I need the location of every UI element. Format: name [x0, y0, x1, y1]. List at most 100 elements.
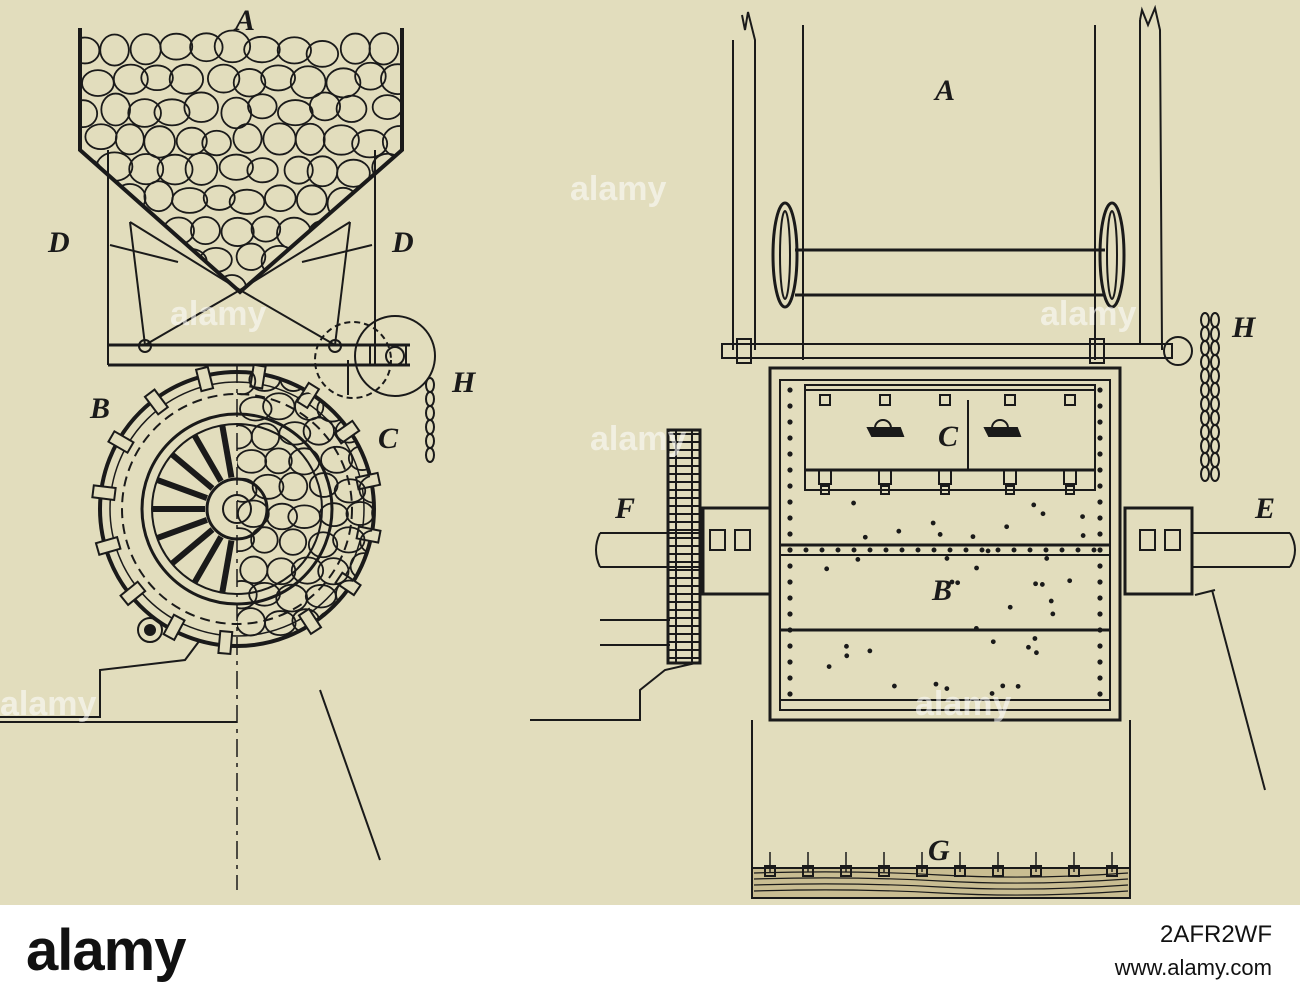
spoke: [169, 452, 215, 491]
chain-link: [1200, 326, 1210, 342]
bolt: [819, 394, 831, 406]
stone: [361, 579, 374, 607]
stone: [232, 123, 263, 154]
watermarks: alamy alamy alamy alamy alamy alamy: [0, 170, 1136, 723]
bolt: [1065, 485, 1075, 495]
rivet: [1044, 556, 1050, 561]
watermark: alamy: [915, 685, 1011, 723]
stone: [239, 555, 269, 585]
rivet: [826, 664, 832, 670]
rivet: [787, 467, 793, 473]
stone: [237, 527, 256, 553]
stone: [246, 157, 279, 184]
label-right-c: C: [938, 420, 959, 453]
rivet: [787, 595, 793, 601]
bolt: [1063, 469, 1077, 485]
rivet: [1097, 691, 1103, 697]
rivet: [851, 547, 857, 553]
rivet: [1031, 502, 1037, 508]
stone: [206, 63, 241, 94]
stone: [375, 614, 402, 637]
stone: [80, 271, 104, 290]
rivet: [787, 435, 793, 441]
lifter-bar: [334, 571, 362, 597]
stone: [189, 32, 224, 63]
rivet: [1007, 604, 1013, 610]
rivet: [851, 500, 856, 506]
lifter-bar: [162, 613, 186, 642]
stone: [380, 63, 402, 95]
rivet: [787, 499, 793, 505]
rivet: [1011, 547, 1017, 553]
anchor-nut: [878, 865, 890, 877]
chain-link: [1200, 368, 1210, 384]
stone: [156, 153, 194, 186]
label-right-f: F: [614, 492, 635, 525]
rivet: [1097, 627, 1103, 633]
label-left-b: B: [89, 392, 110, 425]
stone: [358, 474, 374, 504]
anchor-nut: [1068, 865, 1080, 877]
rivet: [844, 653, 850, 659]
stone: [100, 92, 131, 127]
watermark: alamy: [590, 420, 686, 458]
rivet: [1097, 467, 1103, 473]
stone: [143, 180, 174, 213]
chain-link: [1210, 368, 1220, 384]
right-posts: [732, 4, 1163, 360]
rivet: [787, 547, 793, 553]
rivet: [1097, 451, 1103, 457]
stone: [129, 33, 162, 66]
stone: [143, 125, 176, 159]
stone: [371, 94, 402, 120]
rivet: [787, 643, 793, 649]
chain-link: [425, 377, 435, 393]
stone: [183, 91, 219, 123]
stone: [296, 184, 328, 216]
rivet: [1097, 643, 1103, 649]
drum-spokes: [152, 424, 235, 594]
rivet: [787, 675, 793, 681]
chain-link: [1200, 354, 1210, 370]
stone: [80, 215, 100, 243]
crusher-mill-drawing: A D D H B C A H C F E B G alamy alamy al…: [0, 4, 1296, 899]
stone: [278, 471, 309, 502]
chain-link: [1200, 452, 1210, 468]
rivet: [787, 387, 793, 393]
site-url: www.alamy.com: [1114, 955, 1272, 980]
chain-link: [1210, 410, 1220, 426]
chain-link: [1210, 424, 1220, 440]
bolt: [1005, 485, 1015, 495]
spoke: [191, 433, 224, 483]
diagram-plate: A D D H B C A H C F E B G alamy alamy al…: [0, 0, 1300, 905]
stone: [275, 583, 309, 613]
stone: [264, 447, 293, 475]
rivet: [1097, 563, 1103, 569]
stone: [317, 609, 350, 634]
chain-link: [425, 447, 435, 463]
rivet: [1034, 650, 1039, 656]
stone: [250, 215, 282, 243]
stone: [294, 122, 326, 156]
anchor-nut: [1106, 865, 1118, 877]
stone: [184, 152, 219, 186]
stone: [278, 528, 308, 556]
left-view: [0, 28, 436, 890]
rivet: [1097, 499, 1103, 505]
stone: [371, 152, 402, 182]
chain-link: [425, 433, 435, 449]
hopper-stones: [80, 29, 402, 290]
stone: [322, 124, 360, 156]
rivet: [1097, 611, 1103, 617]
stone: [335, 94, 368, 123]
right-upper-shaft: [721, 336, 1193, 366]
box-rivets: [787, 387, 1103, 697]
stone: [237, 580, 258, 610]
stone: [175, 126, 208, 156]
stone: [237, 499, 270, 528]
bolt: [879, 394, 891, 406]
cover-bolts: [805, 394, 1095, 495]
bolt: [940, 485, 950, 495]
lifter-bar: [217, 629, 234, 656]
